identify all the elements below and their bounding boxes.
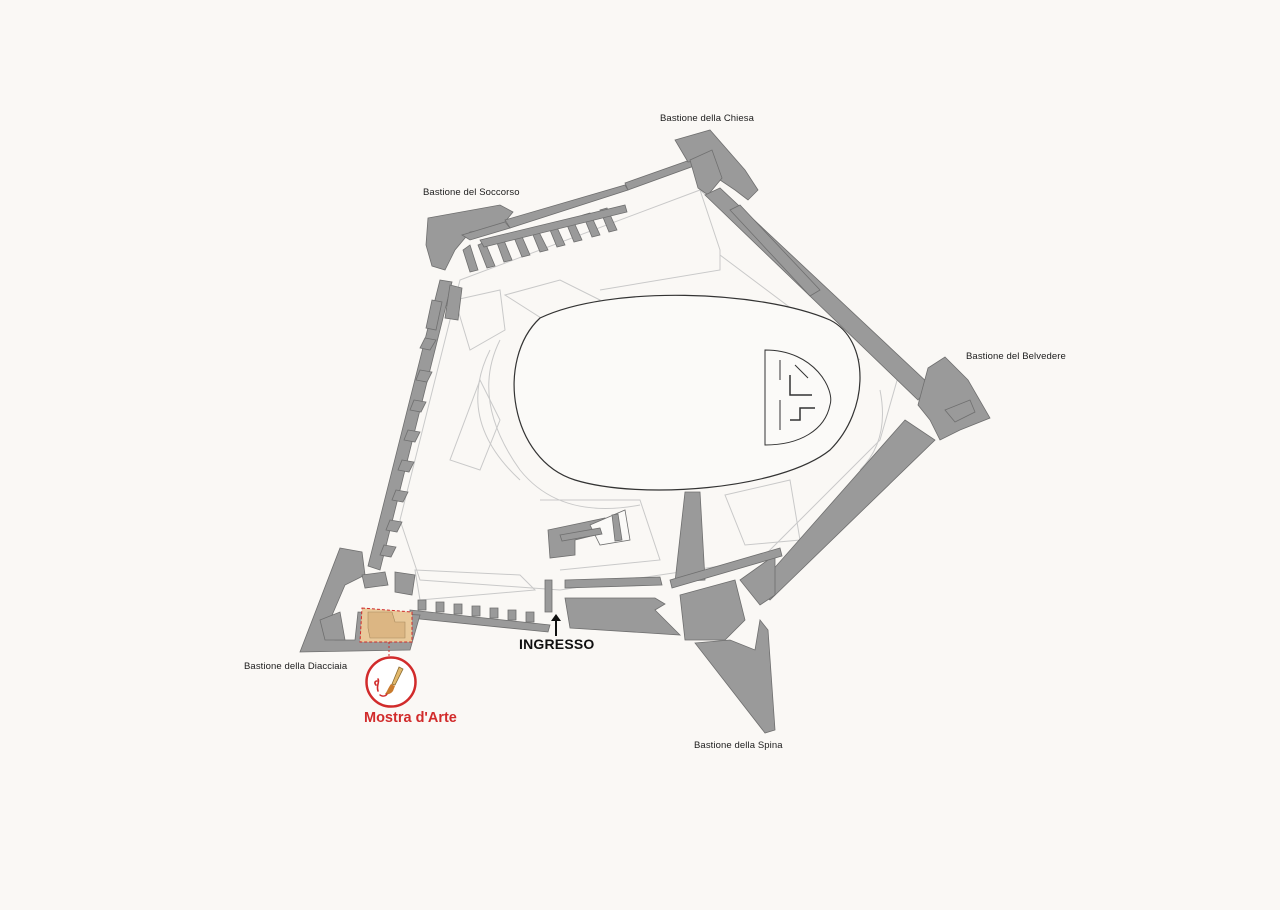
bastion-label-soccorso: Bastione del Soccorso xyxy=(423,187,520,198)
bastion-label-spina: Bastione della Spina xyxy=(694,740,783,751)
bastion-label-chiesa: Bastione della Chiesa xyxy=(660,113,754,124)
exhibit-label[interactable]: Mostra d'Arte xyxy=(364,710,457,726)
bastion-label-diacciaia: Bastione della Diacciaia xyxy=(244,661,348,672)
entrance-label: INGRESSO xyxy=(519,636,595,652)
exhibit-area[interactable] xyxy=(359,607,413,656)
bastion-label-belvedere: Bastione del Belvedere xyxy=(966,351,1066,362)
paintbrush-icon[interactable] xyxy=(364,655,418,709)
arena xyxy=(513,294,861,491)
entrance-arrow-icon xyxy=(551,614,561,636)
